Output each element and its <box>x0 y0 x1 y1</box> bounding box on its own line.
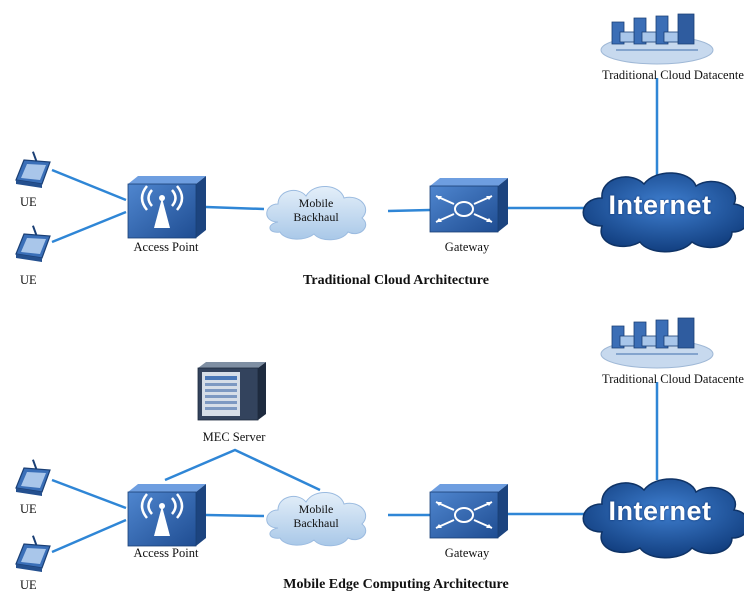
link-ap-mec-backhaul <box>164 448 321 492</box>
bottom-ue2-icon <box>15 534 51 573</box>
top-ue2-icon <box>15 224 51 263</box>
link-ue2-ap <box>51 518 127 554</box>
bottom-gateway-icon <box>429 483 509 539</box>
top-backhaul-line2: Backhaul <box>293 210 339 224</box>
top-ue1-label: UE <box>20 195 37 209</box>
bottom-ue2-label: UE <box>20 578 37 592</box>
bottom-links <box>51 382 659 554</box>
bottom-ue1-icon <box>15 458 51 497</box>
link-ap-backhaul <box>205 513 265 518</box>
mec-server-icon <box>197 361 267 421</box>
top-datacenter-label: Traditional Cloud Datacenter <box>602 68 744 82</box>
link-ue1-ap <box>51 478 127 510</box>
bottom-datacenter-icon <box>600 317 714 369</box>
top-ue1-icon <box>15 150 51 189</box>
bottom-access-point-label: Access Point <box>133 546 199 560</box>
top-backhaul-line1: Mobile <box>298 196 334 210</box>
top-links <box>51 78 659 244</box>
top-gateway-label: Gateway <box>444 240 490 254</box>
top-access-point-icon <box>126 174 208 240</box>
top-ue2-label: UE <box>20 273 37 287</box>
bottom-architecture-title: Mobile Edge Computing Architecture <box>283 577 509 592</box>
bottom-backhaul-label: Mobile Backhaul <box>293 502 338 530</box>
bottom-gateway-label: Gateway <box>444 546 490 560</box>
link-backhaul-gateway <box>387 208 431 213</box>
bottom-datacenter-label: Traditional Cloud Datacenter <box>602 372 744 386</box>
link-ap-backhaul <box>205 205 265 211</box>
bottom-access-point-icon <box>126 482 208 548</box>
top-gateway-icon <box>429 177 509 233</box>
link-ue2-ap <box>51 210 127 244</box>
top-datacenter-icon <box>600 13 714 65</box>
bottom-backhaul-line2: Backhaul <box>293 516 339 530</box>
bottom-ue1-label: UE <box>20 502 37 516</box>
top-architecture-title: Traditional Cloud Architecture <box>303 273 489 288</box>
mec-server-label: MEC Server <box>202 430 266 444</box>
link-ue1-ap <box>51 168 127 202</box>
bottom-backhaul-line1: Mobile <box>298 502 334 516</box>
top-backhaul-label: Mobile Backhaul <box>293 196 338 224</box>
top-access-point-label: Access Point <box>133 240 199 254</box>
bottom-internet-label: Internet <box>608 496 712 526</box>
top-internet-label: Internet <box>608 190 712 220</box>
